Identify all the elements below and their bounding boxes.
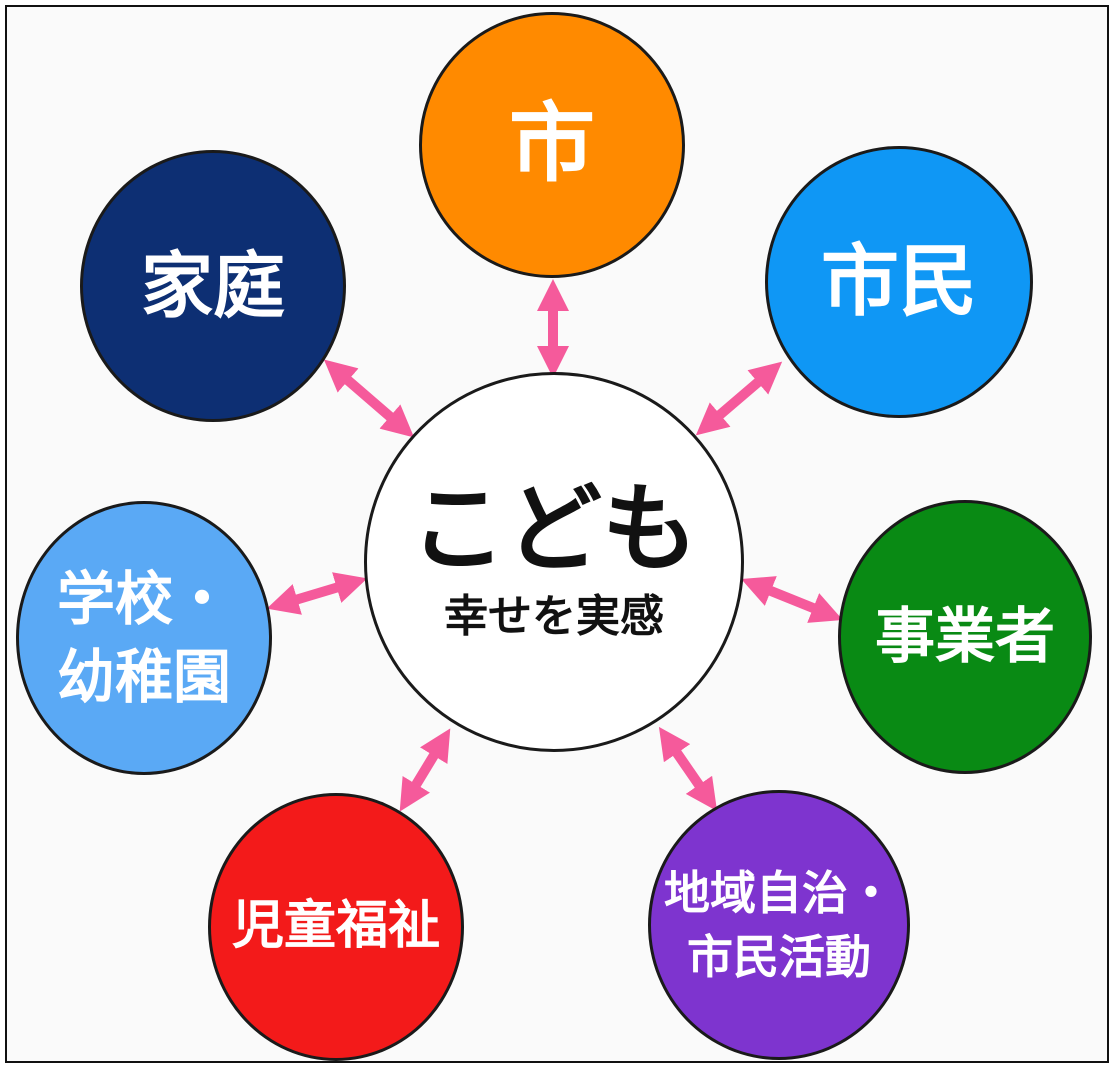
node-business: 事業者 (838, 500, 1092, 774)
arrow-welfare (399, 728, 451, 812)
node-business-label: 事業者 (875, 601, 1055, 672)
node-community-label-2: 市民活動 (687, 930, 871, 984)
node-citizens: 市民 (765, 146, 1033, 418)
arrow-family (323, 359, 415, 438)
arrow-school (266, 572, 368, 615)
node-community: 地域自治・ 市民活動 (648, 790, 910, 1060)
center-node: こども 幸せを実感 (364, 372, 744, 752)
arrow-citizens (695, 361, 783, 436)
arrow-community (658, 726, 718, 812)
node-welfare: 児童福祉 (208, 793, 464, 1061)
node-family: 家庭 (80, 150, 346, 422)
node-school-label-1: 学校・ (56, 564, 231, 633)
node-family-label: 家庭 (140, 243, 285, 328)
node-community-label-1: 地域自治・ (664, 865, 894, 920)
arrow-business (741, 576, 843, 623)
node-welfare-label: 児童福祉 (231, 896, 440, 957)
node-school: 学校・ 幼稚園 (16, 501, 272, 775)
center-subtitle: 幸せを実感 (444, 591, 664, 643)
node-citizens-label: 市民 (820, 236, 977, 327)
node-city-label: 市 (509, 94, 595, 195)
node-city: 市 (419, 12, 685, 278)
node-school-label-2: 幼稚園 (56, 643, 231, 711)
center-title: こども (410, 473, 698, 586)
